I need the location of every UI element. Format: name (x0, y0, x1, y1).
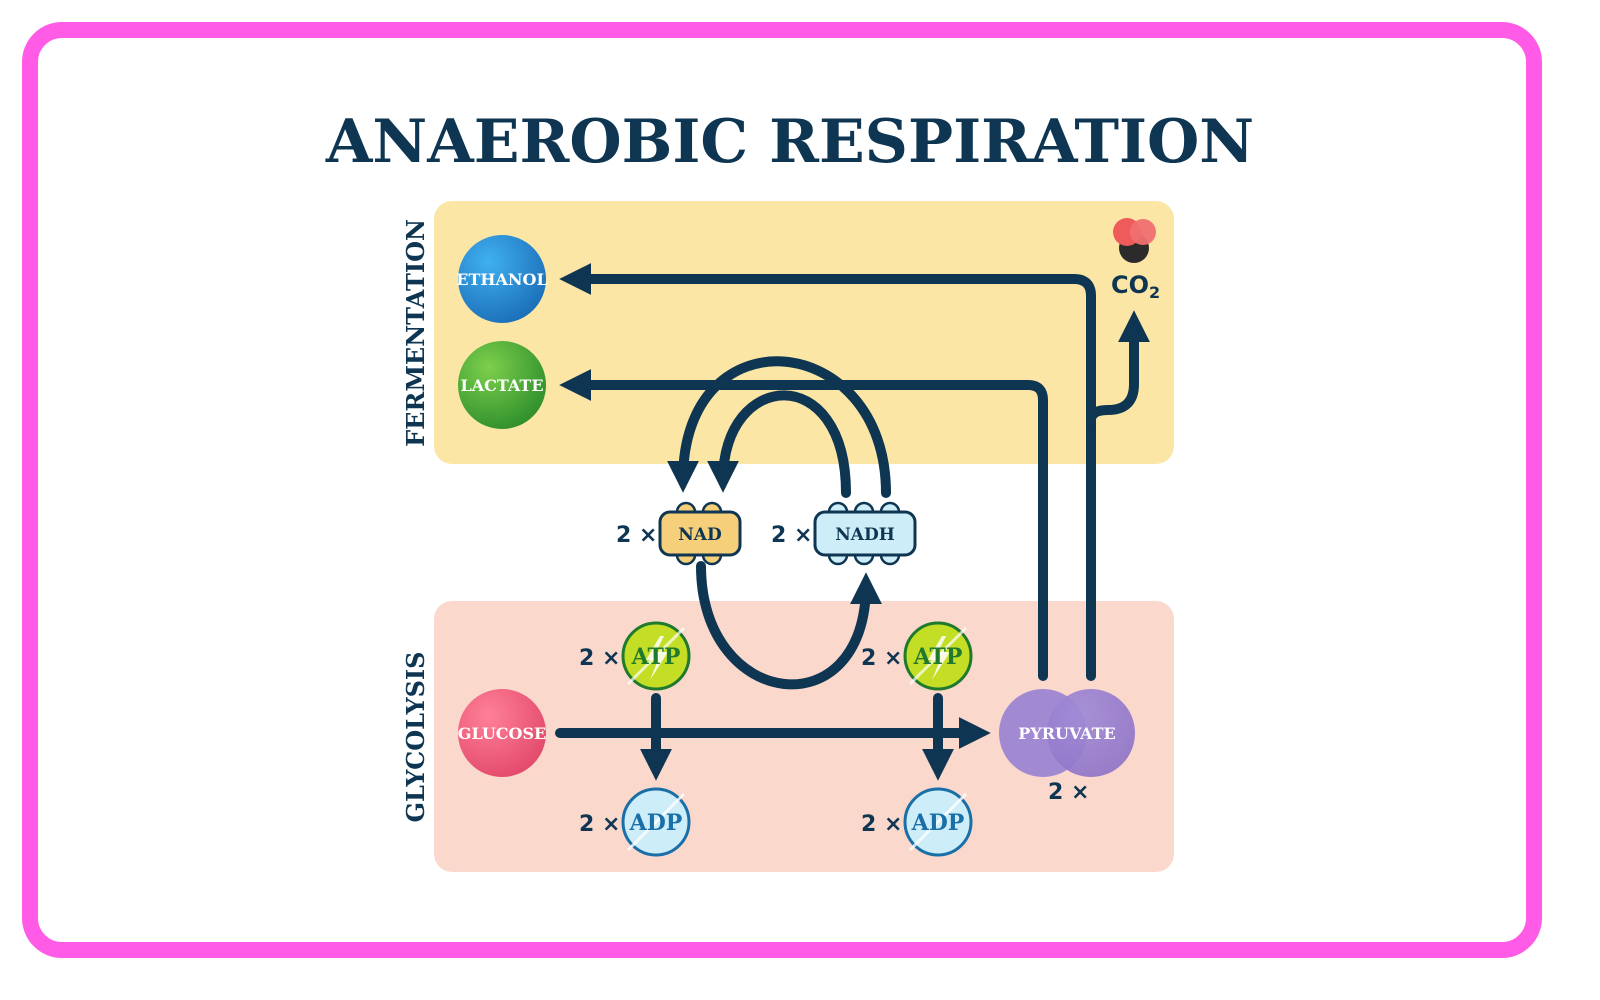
lactate-label: LACTATE (460, 376, 543, 395)
adp-right-label: ADP (911, 810, 965, 836)
adp-right-badge: ADP (903, 787, 973, 857)
atp-left-badge: ATP (621, 621, 691, 691)
ethanol-label: ETHANOL (456, 270, 547, 289)
glycolysis-label: GLYCOLYSIS (401, 652, 430, 823)
nadh-label: NADH (835, 525, 895, 545)
adp-right-multiplier: 2 × (861, 812, 902, 837)
adp-left-label: ADP (629, 810, 683, 836)
atp-left-multiplier: 2 × (579, 646, 620, 671)
pyruvate-node: PYRUVATE (999, 689, 1135, 777)
arrow-pyruvate-to-lactate (559, 368, 1048, 681)
nadh-carrier: NADH (813, 501, 917, 566)
arrow-nad-to-nadh-loop (696, 561, 882, 690)
atp-right-badge: ATP (903, 621, 973, 691)
fermentation-panel (434, 201, 1174, 464)
fermentation-label: FERMENTATION (401, 219, 430, 447)
co2-label: CO2 (1111, 271, 1160, 302)
atp-right-label: ATP (913, 644, 963, 670)
ethanol-node: ETHANOL (456, 235, 548, 323)
nadh-multiplier: 2 × (771, 523, 812, 548)
lactate-node: LACTATE (458, 341, 546, 429)
lightning-bolt-icon (928, 636, 950, 680)
glucose-label: GLUCOSE (458, 724, 546, 743)
lightning-bolt-icon (646, 636, 668, 680)
pyruvate-label: PYRUVATE (1018, 724, 1116, 743)
co2-molecule-icon (1113, 218, 1156, 263)
atp-right-multiplier: 2 × (861, 646, 902, 671)
atp-left-label: ATP (631, 644, 681, 670)
adp-left-badge: ADP (621, 787, 691, 857)
adp-left-multiplier: 2 × (579, 812, 620, 837)
arrow-pyruvate-to-ethanol (559, 262, 1096, 681)
arrow-to-co2 (1086, 310, 1151, 425)
glucose-node: GLUCOSE (458, 689, 546, 777)
pyruvate-multiplier: 2 × (1048, 780, 1089, 805)
arrow-nadh-to-nad-outer (667, 356, 891, 498)
arrow-nadh-to-nad-inner (707, 390, 851, 498)
co2-subscript: 2 (1149, 283, 1160, 302)
nad-carrier: NAD (658, 501, 742, 566)
diagram-title: ANAEROBIC RESPIRATION (325, 107, 1254, 177)
nad-multiplier: 2 × (616, 523, 657, 548)
nad-label: NAD (678, 525, 722, 545)
pathway-arrows (555, 262, 1151, 781)
